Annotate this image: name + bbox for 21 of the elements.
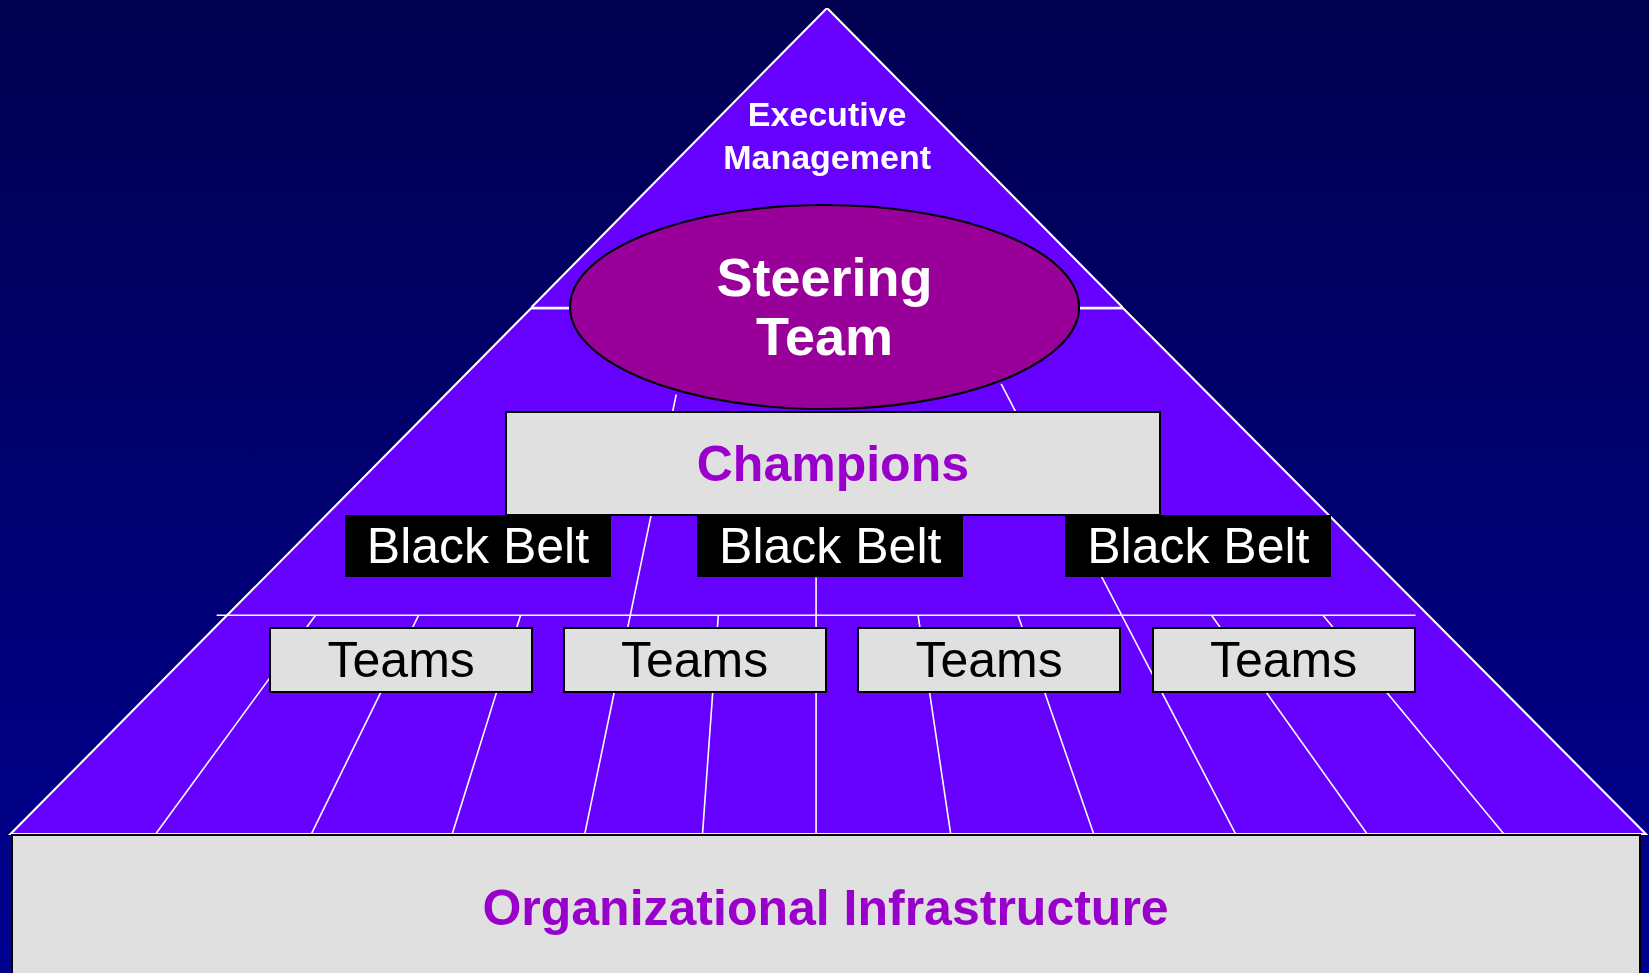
label-panel xyxy=(344,515,611,578)
label-panel xyxy=(10,833,1641,973)
node-label: Black Belt xyxy=(719,517,942,576)
node-label: Black Belt xyxy=(1087,517,1310,576)
label-panel xyxy=(1065,515,1332,578)
label-panel xyxy=(269,626,534,694)
node-label: Teams xyxy=(1209,630,1358,689)
label-panel xyxy=(504,411,1161,517)
node-label: Executive Management xyxy=(722,94,932,178)
node-label: Teams xyxy=(620,630,769,689)
node-label: Black Belt xyxy=(366,517,590,576)
label-panel xyxy=(857,626,1122,694)
node-label: Champions xyxy=(696,434,969,493)
steering-ellipse xyxy=(568,204,1081,411)
node-label: Organizational Infrastructure xyxy=(482,878,1169,937)
node-label: Teams xyxy=(327,630,475,689)
label-panel xyxy=(562,626,827,694)
label-panel xyxy=(1151,626,1416,694)
node-label: Teams xyxy=(915,630,1063,689)
label-panel xyxy=(697,515,964,578)
node-label: Steering Team xyxy=(715,247,934,367)
